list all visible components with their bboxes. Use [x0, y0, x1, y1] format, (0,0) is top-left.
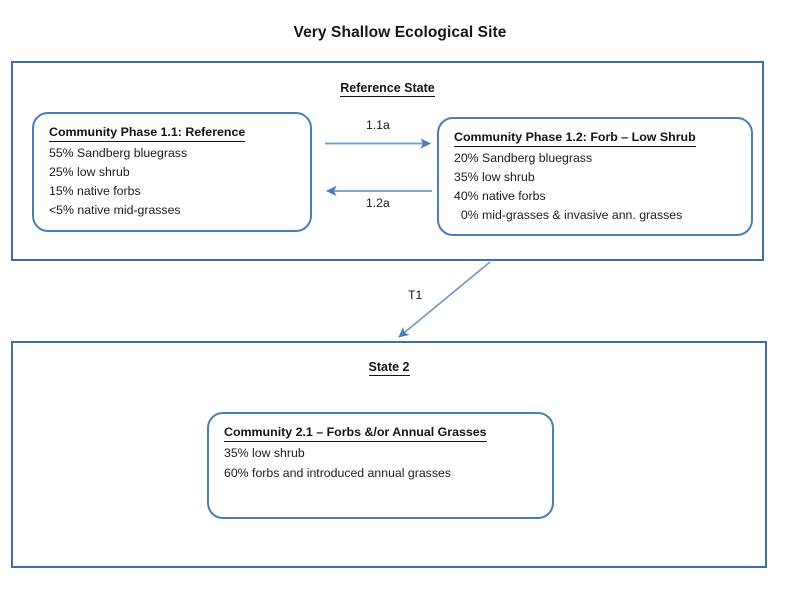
list-item: 35% low shrub: [224, 445, 305, 460]
list-item: 20% Sandberg bluegrass: [454, 150, 593, 165]
community-2-1-box[interactable]: Community 2.1 – Forbs &/or Annual Grasse…: [207, 412, 554, 519]
community-phase-1-1-lines: 55% Sandberg bluegrass 25% low shrub 15%…: [49, 144, 297, 220]
community-phase-1-1-title: Community Phase 1.1: Reference: [49, 124, 246, 142]
state-heading-reference: Reference State: [13, 81, 762, 97]
arrow-label-1-1a: 1.1a: [366, 118, 390, 132]
list-item: 40% native forbs: [454, 188, 546, 203]
state-heading-reference-text: Reference State: [340, 81, 435, 97]
list-item: 55% Sandberg bluegrass: [49, 145, 188, 160]
arrow-label-1-2a: 1.2a: [366, 196, 390, 210]
page-title: Very Shallow Ecological Site: [293, 24, 507, 41]
arrow-label-t1: T1: [408, 288, 423, 302]
state-heading-state-2-text: State 2: [368, 360, 410, 376]
list-item: 60% forbs and introduced annual grasses: [224, 465, 451, 480]
list-item: 0% mid-grasses & invasive ann. grasses: [454, 208, 683, 222]
community-phase-1-2-title: Community Phase 1.2: Forb – Low Shrub: [454, 129, 696, 147]
list-item: 35% low shrub: [454, 169, 535, 184]
state-heading-state-2: State 2: [13, 360, 765, 376]
list-item: 15% native forbs: [49, 183, 141, 198]
community-phase-1-2-box[interactable]: Community Phase 1.2: Forb – Low Shrub 20…: [437, 117, 753, 236]
community-phase-1-1-box[interactable]: Community Phase 1.1: Reference 55% Sandb…: [32, 112, 312, 232]
list-item: <5% native mid-grasses: [49, 203, 181, 217]
community-2-1-lines: 35% low shrub 60% forbs and introduced a…: [224, 444, 539, 483]
community-2-1-title: Community 2.1 – Forbs &/or Annual Grasse…: [224, 424, 487, 442]
list-item: 25% low shrub: [49, 164, 130, 179]
community-phase-1-2-lines: 20% Sandberg bluegrass 35% low shrub 40%…: [454, 149, 738, 225]
